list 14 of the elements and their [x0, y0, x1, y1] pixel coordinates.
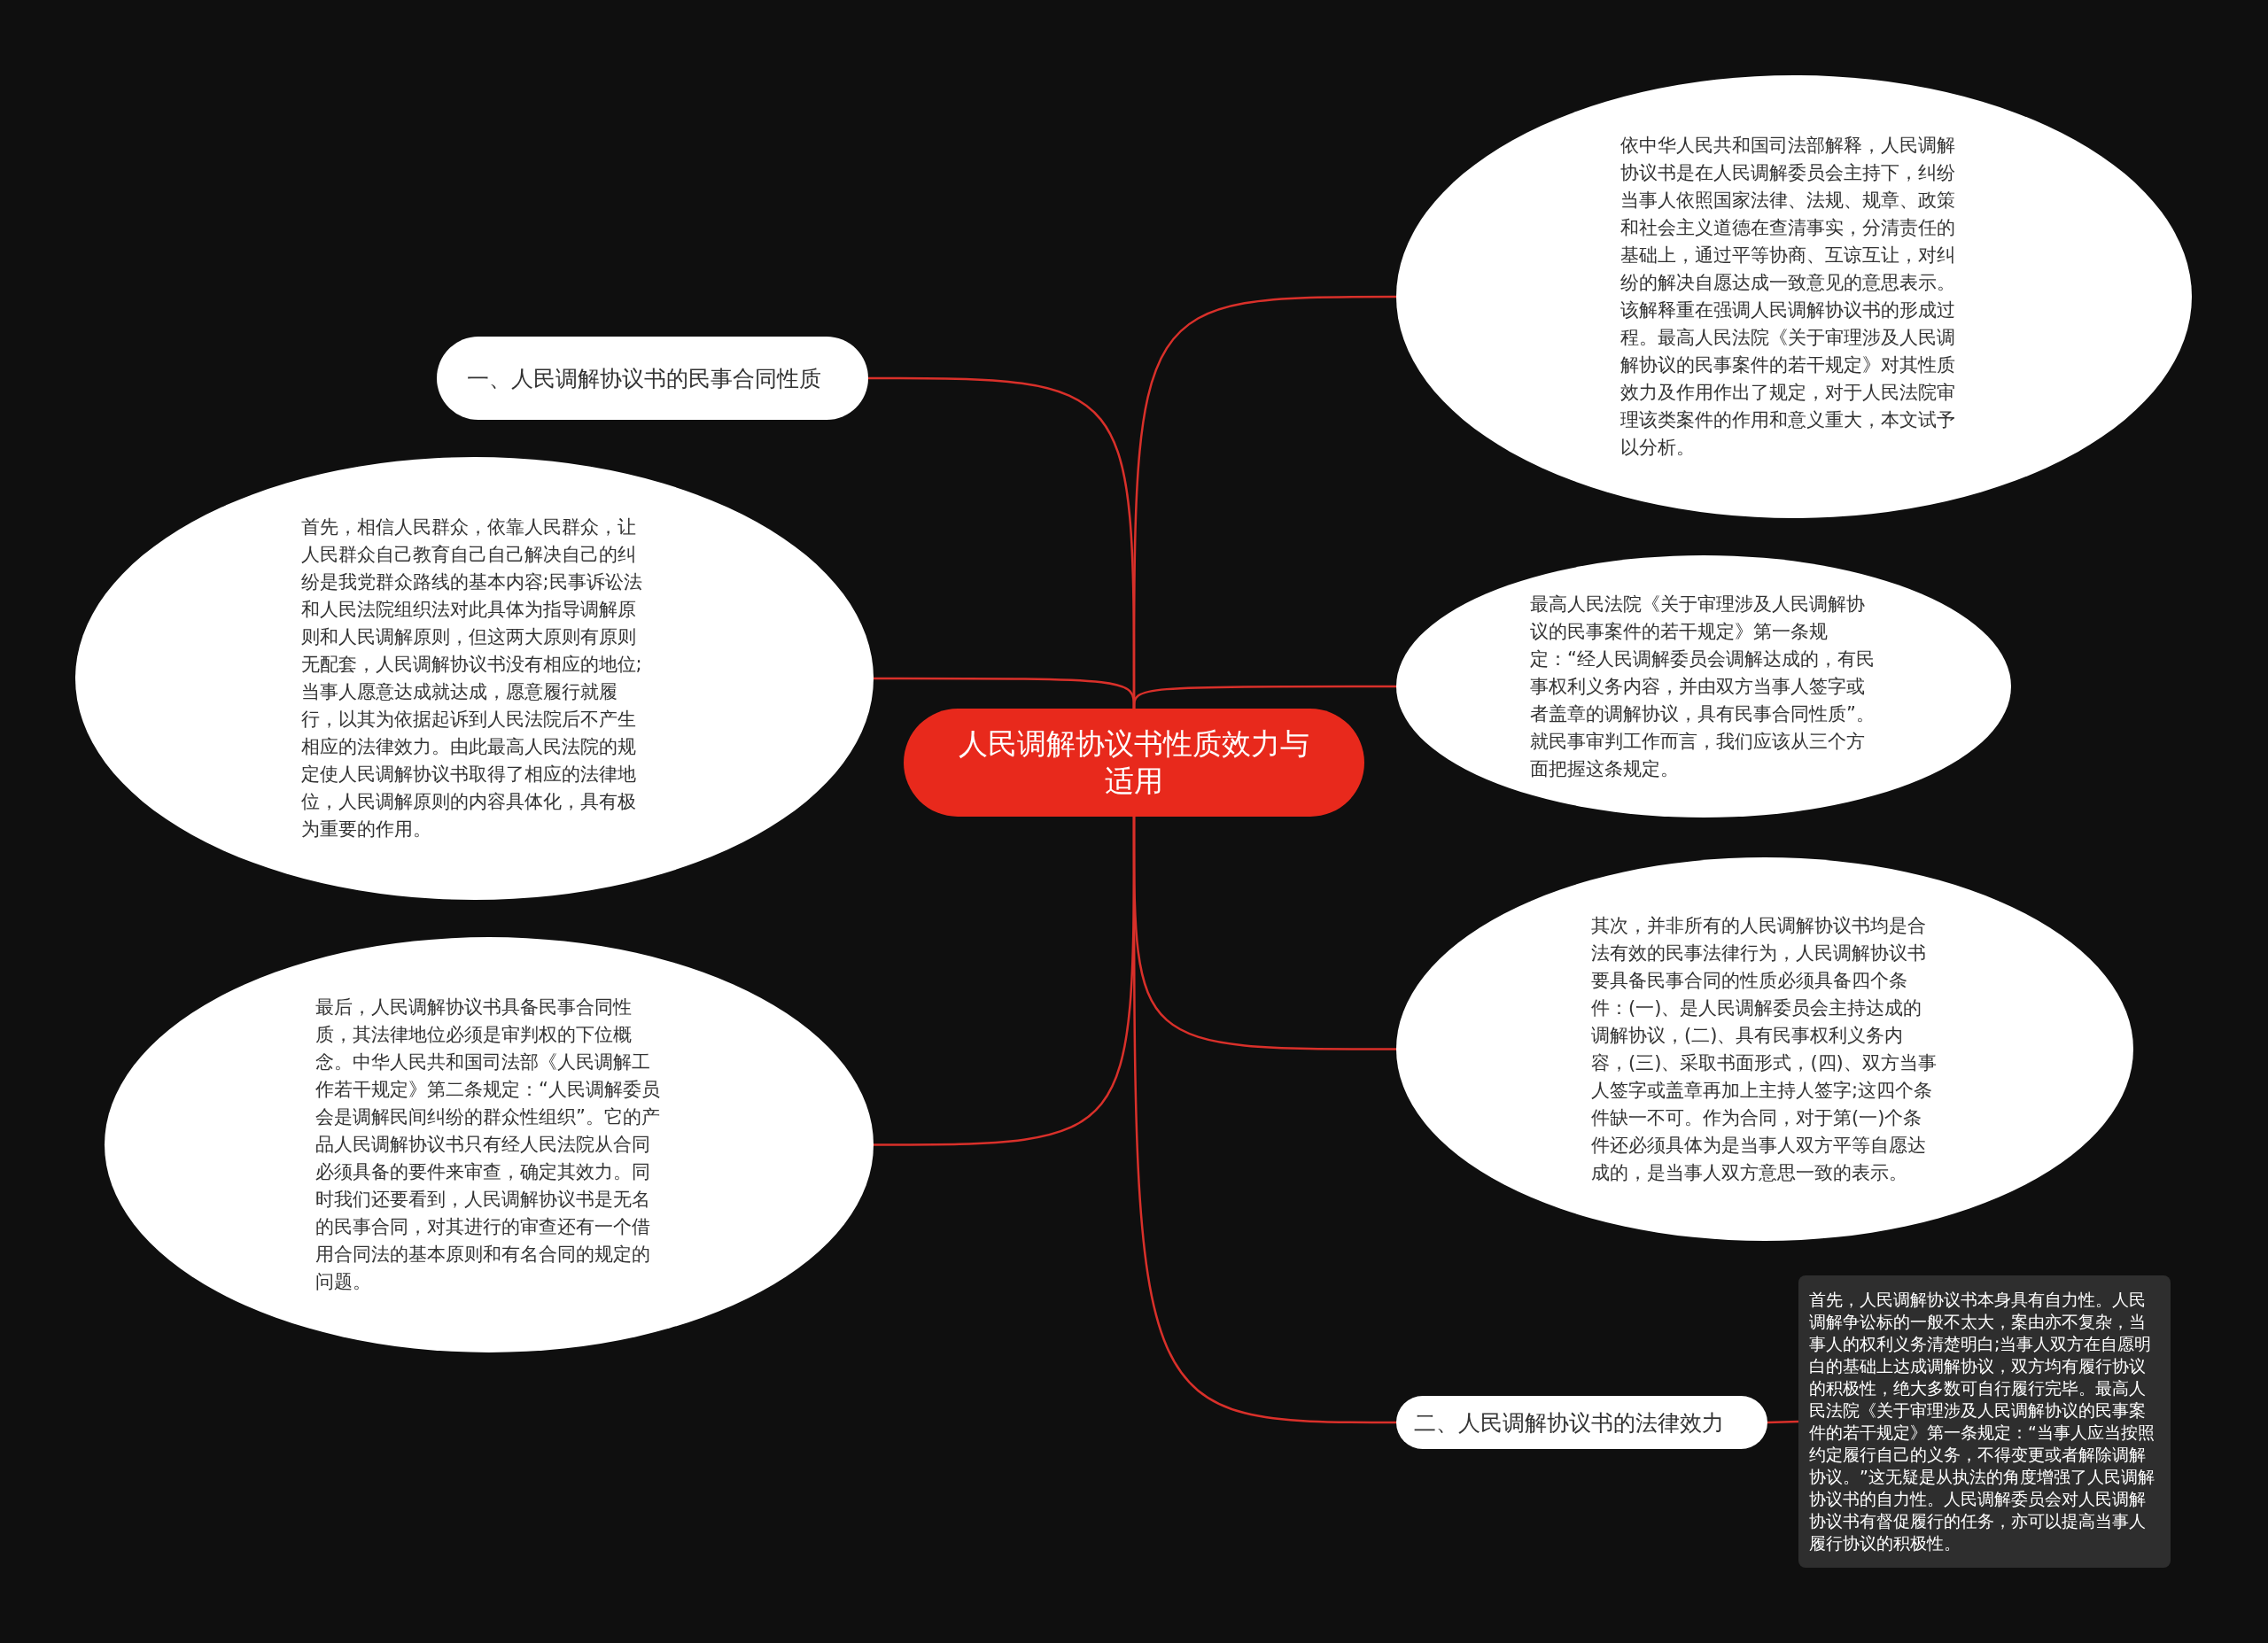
node-text: 首先，相信人民群众，依靠人民群众，让人民群众自己教育自己自己解决自己的纠纷是我党群众路线的基本内容;民事诉讼法和人民法院组织法对此具体为指导调解原则和人民调解原则，但这两大原则有原则无配套，人民调解协议书没有相应的地位;当事人愿意达成就达成，愿意履行就履行，以其为依据起诉到人民法院后不产生相应的法律效力。由此最高人民法院的规定使人民调解协议书取得了相应的法律地位，人民调解原则的内容具体化，具有极为重要的作用。: [300, 515, 643, 841]
node-text: 依中华人民共和国司法部解释，人民调解协议书是在人民调解委员会主持下，纠纷当事人依照国家法律、法规、规章、政策和社会主义道德在查清事实，分清责任的基础上，通过平等协商、互谅互让，对纠纷的解决自愿达成一致意见的意思表示。该解释重在强调人民调解协议书的形成过程。最高人民法院《关于审理涉及人民调解协议的民事案件的若干规定》对其性质效力及作用作出了规定，对于人民法院审理该类案件的作用和意义重大，本文试予以分析。: [1620, 134, 1956, 460]
connector-line: [1767, 1420, 1799, 1424]
connector-line: [1132, 685, 1396, 709]
node-text: 首先，人民调解协议书本身具有自力性。人民调解争讼标的一般不太大，案由亦不复杂，当事人的权利义务清楚明白;当事人双方在自愿明白的基础上达成调解协议，双方均有履行协议的积极性，绝大多数可自行履行完毕。最高人民法院《关于审理涉及人民调解协议的民事案件的若干规定》第一条规定：“当事人应当按照约定履行自己的义务，不得变更或者解除调解协议。”这无疑是从执法的角度增强了人民调解协议书的自力性。人民调解委员会对人民调解协议书有督促履行的任务，亦可以提高当事人履行协议的积极性。: [1809, 1289, 2155, 1554]
note-card: [1798, 1275, 2171, 1568]
node-text: 其次，并非所有的人民调解协议书均是合法有效的民事法律行为，人民调解协议书要具备民事合同的性质必须具备四个条件：(一)、是人民调解委员会主持达成的调解协议，(二)、具有民事权利义务内容，(三)、采取书面形式，(四)、双方当事人签字或盖章再加上主持人签字;这四个条件缺一不可。作为合同，对于第(一)个条件还必须具体为是当事人双方平等自愿达成的，是当事人双方意思一致的表示。: [1591, 913, 1938, 1185]
node-text: 人民调解协议书性质效力与适用: [958, 725, 1310, 800]
connector-line: [1132, 817, 1396, 1424]
topic-pill: [1396, 1396, 1767, 1449]
node-text: 最后，人民调解协议书具备民事合同性质，其法律地位必须是审判权的下位概念。中华人民共和国司法部《人民调解工作若干规定》第二条规定：“人民调解委员会是调解民间纠纷的群众性组织”。它的产品人民调解协议书只有经人民法院从合同必须具备的要件来审查，确定其效力。同时我们还要看到，人民调解协议书是无名的民事合同，对其进行的审查还有一个借用合同法的基本原则和有名合同的规定的问题。: [315, 996, 661, 1294]
node-text: 一、人民调解协议书的民事合同性质: [466, 364, 822, 393]
node-text: 最高人民法院《关于审理涉及人民调解协议的民事案件的若干规定》第一条规定：“经人民调解委员会调解达成的，有民事权利义务内容，并由双方当事人签字或者盖章的调解协议，具有民事合同性质”。就民事审判工作而言，我们应该从三个方面把握这条规定。: [1530, 592, 1876, 781]
node-text: 二、人民调解协议书的法律效力: [1413, 1408, 1725, 1438]
